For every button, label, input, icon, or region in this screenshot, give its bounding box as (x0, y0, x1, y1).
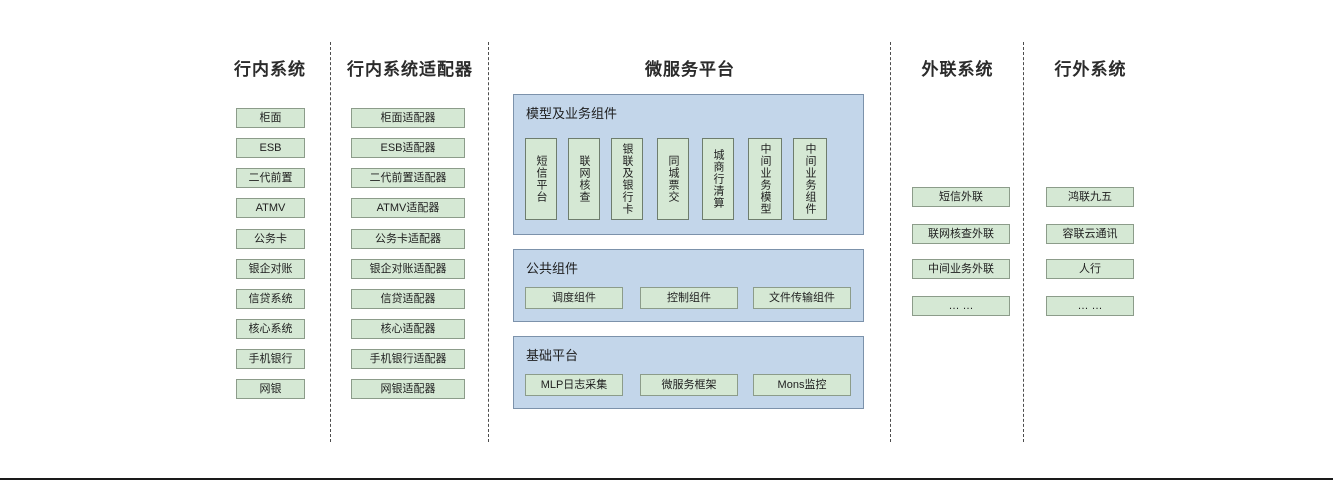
box-label: 容联云通讯 (1062, 227, 1118, 240)
box-intra-bank-adapter-7[interactable]: 核心适配器 (351, 319, 465, 339)
panel-title-model-business-components: 模型及业务组件 (526, 106, 618, 121)
vbox-model-5[interactable]: 中间业务模型 (748, 138, 782, 220)
box-base-1[interactable]: 微服务框架 (640, 374, 738, 396)
box-intra-bank-7[interactable]: 核心系统 (236, 319, 305, 339)
box-external-liaison-2[interactable]: 中间业务外联 (912, 259, 1010, 279)
panel-base-platform: 基础平台 (513, 336, 864, 409)
box-intra-bank-adapter-3[interactable]: ATMV适配器 (351, 198, 465, 218)
box-label: … … (1077, 299, 1103, 312)
box-outside-bank-2[interactable]: 人行 (1046, 259, 1134, 279)
box-label: ESB适配器 (380, 141, 436, 154)
box-label: 鸿联九五 (1068, 190, 1112, 203)
box-label: 银企对账适配器 (369, 262, 447, 275)
box-label: 手机银行适配器 (369, 352, 447, 365)
box-intra-bank-4[interactable]: 公务卡 (236, 229, 305, 249)
box-external-liaison-0[interactable]: 短信外联 (912, 187, 1010, 207)
box-label: ATMV适配器 (376, 201, 440, 214)
box-label: 文件传输组件 (769, 291, 835, 304)
vbox-label: 联网核查 (578, 155, 591, 203)
box-intra-bank-adapter-0[interactable]: 柜面适配器 (351, 108, 465, 128)
vbox-model-3[interactable]: 同城票交 (657, 138, 689, 220)
vbox-label: 中间业务组件 (804, 143, 817, 215)
box-intra-bank-adapter-8[interactable]: 手机银行适配器 (351, 349, 465, 369)
panel-public-components: 公共组件 (513, 249, 864, 322)
box-label: 网银适配器 (380, 382, 436, 395)
box-label: 柜面适配器 (380, 111, 436, 124)
box-label: Mons监控 (777, 378, 827, 391)
box-intra-bank-adapter-6[interactable]: 信贷适配器 (351, 289, 465, 309)
column-title-intra-bank: 行内系统 (234, 60, 306, 79)
box-public-0[interactable]: 调度组件 (525, 287, 623, 309)
column-title-intra-bank-adapter: 行内系统适配器 (347, 60, 473, 79)
box-intra-bank-5[interactable]: 银企对账 (236, 259, 305, 279)
box-public-2[interactable]: 文件传输组件 (753, 287, 851, 309)
column-title-microservice-platform: 微服务平台 (645, 60, 735, 79)
box-intra-bank-adapter-1[interactable]: ESB适配器 (351, 138, 465, 158)
box-outside-bank-3[interactable]: … … (1046, 296, 1134, 316)
box-intra-bank-9[interactable]: 网银 (236, 379, 305, 399)
box-base-0[interactable]: MLP日志采集 (525, 374, 623, 396)
box-label: 银企对账 (248, 262, 293, 275)
box-label: 二代前置适配器 (369, 171, 447, 184)
box-outside-bank-1[interactable]: 容联云通讯 (1046, 224, 1134, 244)
vbox-model-2[interactable]: 银联及银行卡 (611, 138, 643, 220)
box-label: 二代前置 (248, 171, 293, 184)
box-label: 网银 (259, 382, 282, 395)
box-label: 公务卡适配器 (375, 232, 441, 245)
box-label: 控制组件 (667, 291, 711, 304)
box-intra-bank-0[interactable]: 柜面 (236, 108, 305, 128)
box-label: 人行 (1079, 262, 1101, 275)
column-separator-3 (890, 42, 891, 442)
box-intra-bank-3[interactable]: ATMV (236, 198, 305, 218)
box-label: 联网核查外联 (928, 227, 994, 240)
vbox-label: 银联及银行卡 (621, 143, 634, 215)
vbox-label: 同城票交 (667, 155, 680, 203)
box-label: 公务卡 (254, 232, 287, 245)
vbox-model-0[interactable]: 短信平台 (525, 138, 557, 220)
box-label: ESB (259, 141, 282, 154)
vbox-label: 中间业务模型 (759, 143, 772, 215)
column-separator-4 (1023, 42, 1024, 442)
box-intra-bank-2[interactable]: 二代前置 (236, 168, 305, 188)
column-separator-1 (330, 42, 331, 442)
box-label: 手机银行 (248, 352, 293, 365)
box-external-liaison-1[interactable]: 联网核查外联 (912, 224, 1010, 244)
box-label: ATMV (255, 201, 286, 214)
box-label: 中间业务外联 (928, 262, 994, 275)
vbox-model-4[interactable]: 城商行清算 (702, 138, 734, 220)
box-intra-bank-adapter-9[interactable]: 网银适配器 (351, 379, 465, 399)
box-intra-bank-adapter-2[interactable]: 二代前置适配器 (351, 168, 465, 188)
box-intra-bank-6[interactable]: 信贷系统 (236, 289, 305, 309)
vbox-label: 城商行清算 (712, 149, 725, 209)
box-external-liaison-3[interactable]: … … (912, 296, 1010, 316)
box-base-2[interactable]: Mons监控 (753, 374, 851, 396)
box-intra-bank-adapter-5[interactable]: 银企对账适配器 (351, 259, 465, 279)
box-label: 信贷系统 (248, 292, 293, 305)
vbox-label: 短信平台 (535, 155, 548, 203)
box-label: 核心系统 (248, 322, 293, 335)
box-public-1[interactable]: 控制组件 (640, 287, 738, 309)
column-title-external-liaison: 外联系统 (921, 60, 994, 79)
box-label: 短信外联 (939, 190, 983, 203)
box-intra-bank-adapter-4[interactable]: 公务卡适配器 (351, 229, 465, 249)
box-outside-bank-0[interactable]: 鸿联九五 (1046, 187, 1134, 207)
column-title-outside-bank: 行外系统 (1054, 60, 1127, 79)
box-label: MLP日志采集 (540, 378, 608, 391)
box-label: 信贷适配器 (380, 292, 436, 305)
box-label: 柜面 (259, 111, 282, 124)
column-separator-2 (488, 42, 489, 442)
box-label: 调度组件 (552, 291, 596, 304)
page-bottom-rule (0, 478, 1333, 480)
box-intra-bank-1[interactable]: ESB (236, 138, 305, 158)
box-label: 微服务框架 (661, 378, 717, 391)
vbox-model-1[interactable]: 联网核查 (568, 138, 600, 220)
box-label: 核心适配器 (380, 322, 436, 335)
panel-title-base-platform: 基础平台 (526, 348, 579, 363)
box-intra-bank-8[interactable]: 手机银行 (236, 349, 305, 369)
panel-title-public-components: 公共组件 (526, 261, 579, 276)
vbox-model-6[interactable]: 中间业务组件 (793, 138, 827, 220)
box-label: … … (948, 299, 974, 312)
